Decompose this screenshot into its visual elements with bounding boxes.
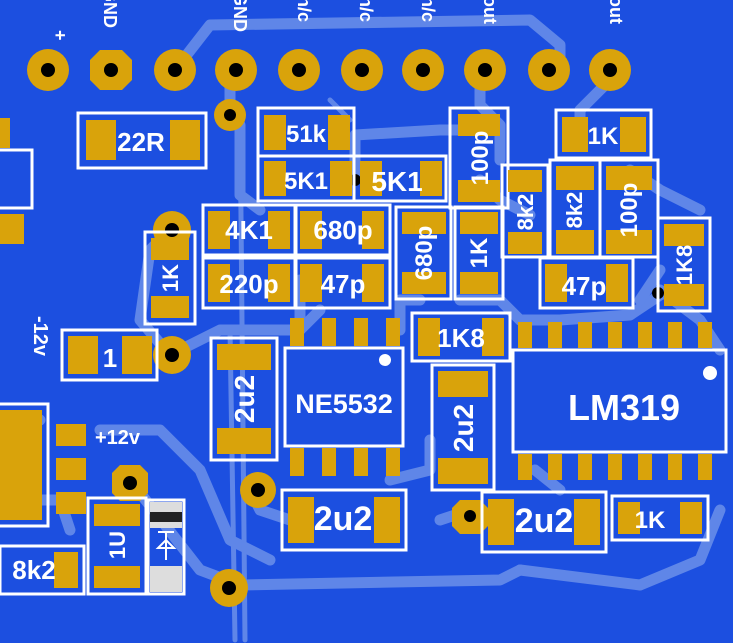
label-1k-d: 1K: [635, 507, 666, 534]
label-1u: 1U: [105, 531, 130, 559]
label-100p-b: 100p: [616, 183, 643, 238]
header-pin-1[interactable]: [27, 49, 69, 91]
diode: [150, 502, 182, 592]
label-22r: 22R: [117, 127, 165, 157]
vias: [112, 99, 664, 607]
label-neg12v: -12v: [29, 316, 51, 357]
label-ne5532: NE5532: [295, 389, 393, 419]
label-2u2-b: 2u2: [448, 404, 479, 452]
label-100p-a: 100p: [467, 131, 494, 186]
via-1[interactable]: [214, 99, 246, 131]
header-pin-9[interactable]: [528, 49, 570, 91]
label-8k2-b: 8k2: [562, 192, 587, 229]
via-5[interactable]: [210, 569, 248, 607]
label-47p-a: 47p: [321, 269, 366, 299]
label-1k-a: 1K: [588, 123, 619, 150]
header-label-1: +: [50, 30, 70, 41]
label-1k-b: 1K: [466, 237, 493, 268]
header-label-6: n/c: [418, 0, 438, 22]
label-2u2-d: 2u2: [515, 502, 574, 540]
component-labels: 22R 51k 5K1 5K1 100p 1K 8k2 8k2 100p 4K1…: [12, 121, 697, 585]
header-pin-8[interactable]: [464, 49, 506, 91]
ne5532-pin1-marker: [379, 354, 391, 366]
lm319-pin1-marker: [703, 366, 717, 380]
header-label-7: out: [480, 0, 500, 24]
label-51k: 51k: [286, 121, 327, 148]
pads: [0, 114, 712, 588]
header-labels: + GND GND n/c n/c n/c out out: [50, 0, 626, 41]
header-label-9: out: [606, 0, 626, 24]
label-5k1-b: 5K1: [371, 166, 422, 197]
header-pin-7[interactable]: [402, 49, 444, 91]
label-4k1: 4K1: [225, 215, 273, 245]
header-pin-4[interactable]: [215, 49, 257, 91]
label-5k1-a: 5K1: [284, 168, 328, 195]
header-pin-6[interactable]: [341, 49, 383, 91]
label-680p-a: 680p: [313, 215, 372, 245]
label-lm319: LM319: [568, 387, 680, 428]
header-label-2: GND: [100, 0, 120, 28]
label-47p-b: 47p: [562, 271, 607, 301]
via-7[interactable]: [452, 500, 488, 534]
header-pin-3[interactable]: [154, 49, 196, 91]
header-pins: [27, 49, 631, 91]
header-label-5: n/c: [356, 0, 376, 22]
header-label-4: n/c: [294, 0, 314, 22]
header-pin-10[interactable]: [589, 49, 631, 91]
label-680p-b: 680p: [411, 226, 438, 281]
regulator-outlines: [0, 148, 50, 528]
via-4[interactable]: [240, 472, 276, 508]
via-6[interactable]: [112, 465, 148, 501]
label-2u2-c: 2u2: [314, 500, 373, 538]
label-8k2-c: 8k2: [12, 555, 55, 585]
label-1: 1: [103, 343, 117, 373]
label-2u2-a: 2u2: [229, 375, 260, 423]
header-pin-5[interactable]: [278, 49, 320, 91]
header-label-3: GND: [230, 0, 250, 32]
label-220p: 220p: [219, 269, 278, 299]
label-pos12v: +12v: [95, 427, 141, 449]
label-8k2-a: 8k2: [513, 194, 538, 231]
label-1k-c: 1K: [158, 264, 183, 292]
via-3[interactable]: [153, 336, 191, 374]
label-1k8-a: 1K8: [672, 245, 697, 285]
label-1k8-b: 1K8: [437, 323, 485, 353]
silk-outlines: [0, 106, 728, 596]
header-pin-2[interactable]: [90, 50, 132, 90]
